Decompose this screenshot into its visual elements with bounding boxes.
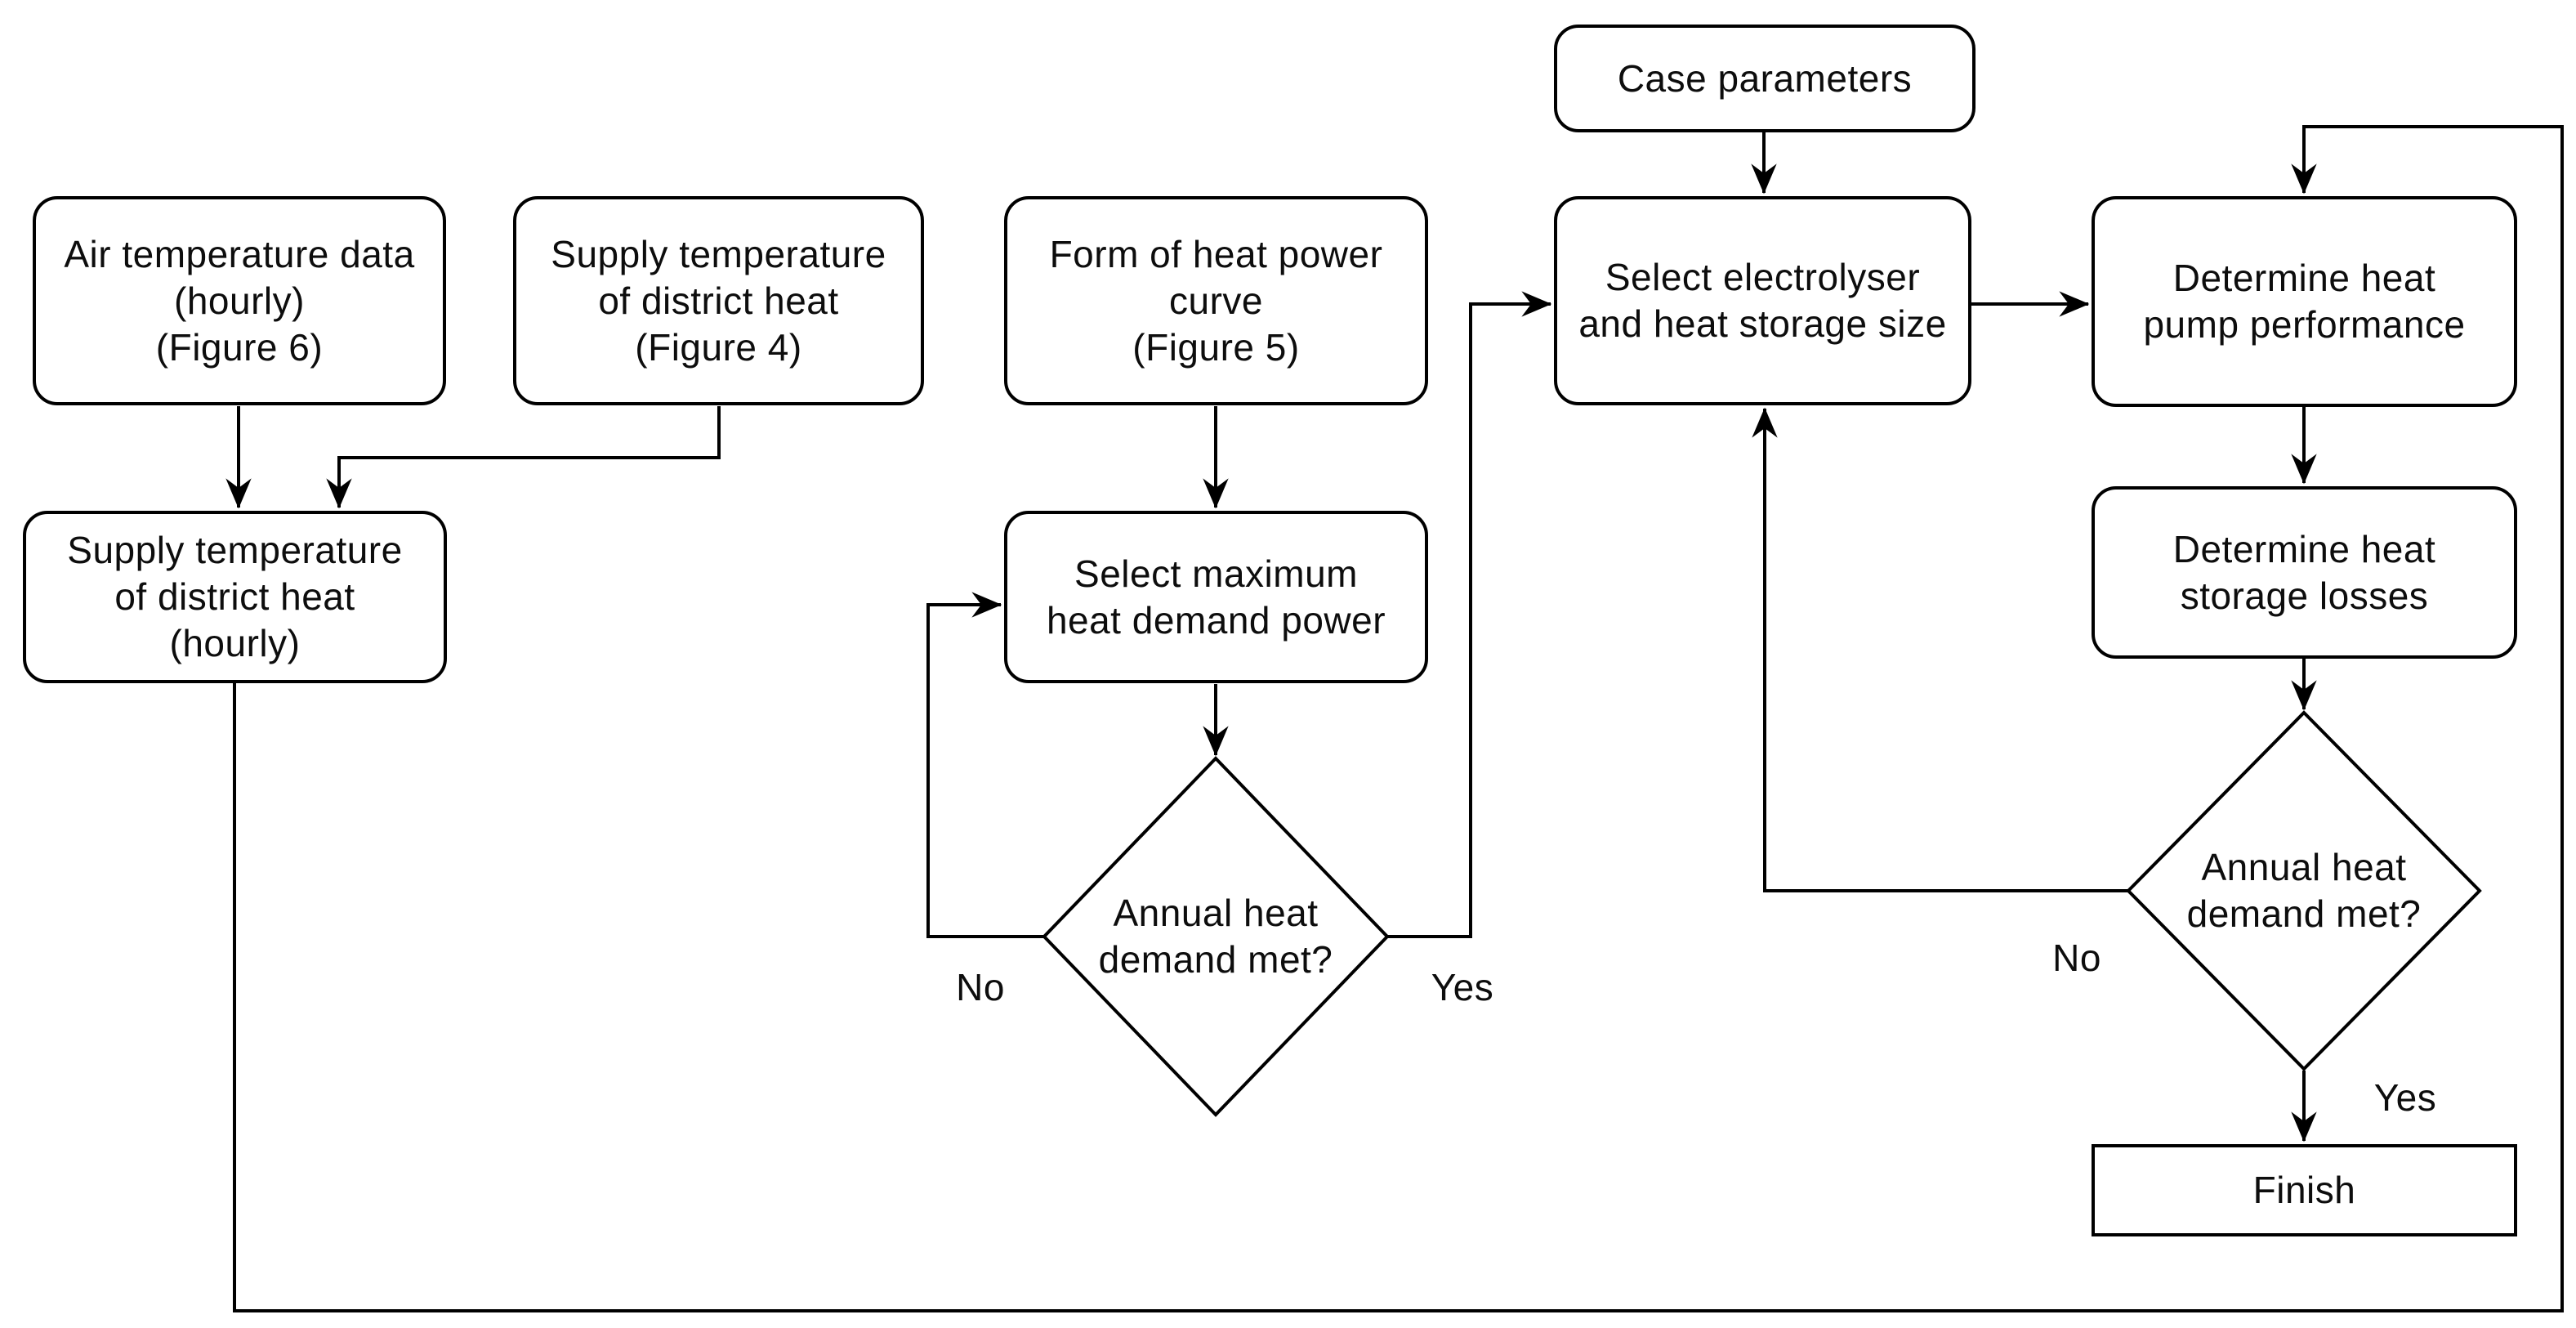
decision-annual-heat-demand-2-label: Annual heat demand met? bbox=[2186, 846, 2422, 935]
node-label: Select maximum heat demand power bbox=[1046, 552, 1386, 642]
decision-annual-heat-demand-2-shape bbox=[2126, 710, 2482, 1071]
node-form-of-heat-power-curve: Form of heat power curve (Figure 5) bbox=[1004, 196, 1428, 405]
node-supply-temperature-figure4: Supply temperature of district heat (Fig… bbox=[513, 196, 924, 405]
edge-label-no-2: No bbox=[2011, 936, 2142, 980]
node-label: Determine heat storage losses bbox=[2172, 527, 2436, 617]
node-case-parameters: Case parameters bbox=[1554, 25, 1976, 132]
node-label: Form of heat power curve (Figure 5) bbox=[1049, 232, 1383, 369]
edge-supply-hourly-to-determine-pump-loop bbox=[233, 125, 2564, 1312]
node-label: Air temperature data (hourly) (Figure 6) bbox=[64, 232, 415, 369]
edge-supply-fig4-to-supply-hourly bbox=[326, 406, 721, 509]
node-label: Finish bbox=[2252, 1169, 2356, 1211]
edge-decision1-yes-to-select-electrolyser bbox=[1387, 291, 1552, 938]
decision-annual-heat-demand-1-shape bbox=[1042, 756, 1390, 1117]
edge-label-yes-2: Yes bbox=[2340, 1075, 2471, 1120]
node-label: Supply temperature of district heat (Fig… bbox=[551, 232, 886, 369]
node-select-electrolyser-and-heat-storage-size: Select electrolyser and heat storage siz… bbox=[1554, 196, 1971, 405]
node-label: Select electrolyser and heat storage siz… bbox=[1578, 256, 1947, 345]
edge-label-no-1: No bbox=[923, 965, 1038, 1009]
node-label: Case parameters bbox=[1617, 56, 1913, 100]
node-select-maximum-heat-demand-power: Select maximum heat demand power bbox=[1004, 511, 1428, 683]
node-label: Supply temperature of district heat (hou… bbox=[67, 529, 403, 664]
edge-decision2-no-loop bbox=[1752, 407, 2128, 892]
node-finish: Finish bbox=[2092, 1144, 2517, 1236]
node-determine-heat-storage-losses: Determine heat storage losses bbox=[2092, 486, 2517, 659]
node-supply-temperature-hourly: Supply temperature of district heat (hou… bbox=[23, 511, 447, 683]
edge-decision1-no-loop bbox=[926, 592, 1044, 938]
decision-annual-heat-demand-1-label: Annual heat demand met? bbox=[1098, 892, 1333, 981]
node-label: Determine heat pump performance bbox=[2143, 257, 2466, 346]
edge-label-yes-1: Yes bbox=[1397, 965, 1528, 1009]
node-air-temperature-data: Air temperature data (hourly) (Figure 6) bbox=[33, 196, 446, 405]
node-determine-heat-pump-performance: Determine heat pump performance bbox=[2092, 196, 2517, 407]
